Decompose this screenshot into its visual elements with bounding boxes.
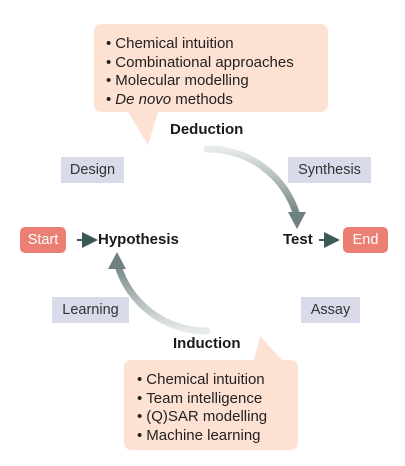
- deduction-list: •Chemical intuition •Combinational appro…: [106, 35, 294, 109]
- deduction-item: •De novo methods: [106, 90, 233, 108]
- cycle-arrowhead-left-icon: [108, 252, 126, 269]
- induction-item: •Machine learning: [137, 426, 261, 444]
- hypothesis-label: Hypothesis: [98, 231, 179, 248]
- deduction-heading: Deduction: [170, 121, 244, 138]
- cycle-arrow-right: [203, 145, 301, 220]
- deduction-item: •Chemical intuition: [106, 35, 234, 52]
- induction-item: •Team intelligence: [137, 389, 263, 407]
- deduction-callout: [94, 24, 328, 145]
- stage-design: Design: [61, 157, 124, 183]
- induction-list: •Chemical intuition •Team intelligence •…: [137, 371, 267, 445]
- deduction-item: •Combinational approaches: [106, 53, 294, 71]
- stage-assay: Assay: [301, 297, 360, 323]
- cycle-arrow-left: [113, 258, 211, 335]
- stage-learning: Learning: [52, 297, 129, 323]
- stage-synthesis: Synthesis: [288, 157, 371, 183]
- cycle-arrowhead-right-icon: [288, 212, 306, 229]
- induction-callout: [124, 336, 298, 450]
- test-label: Test: [283, 231, 313, 248]
- induction-heading: Induction: [173, 335, 241, 352]
- induction-item: •(Q)SAR modelling: [137, 408, 268, 425]
- end-pill: End: [343, 227, 388, 253]
- induction-item: •Chemical intuition: [137, 371, 265, 388]
- start-pill: Start: [20, 227, 66, 253]
- deduction-item: •Molecular modelling: [106, 72, 249, 89]
